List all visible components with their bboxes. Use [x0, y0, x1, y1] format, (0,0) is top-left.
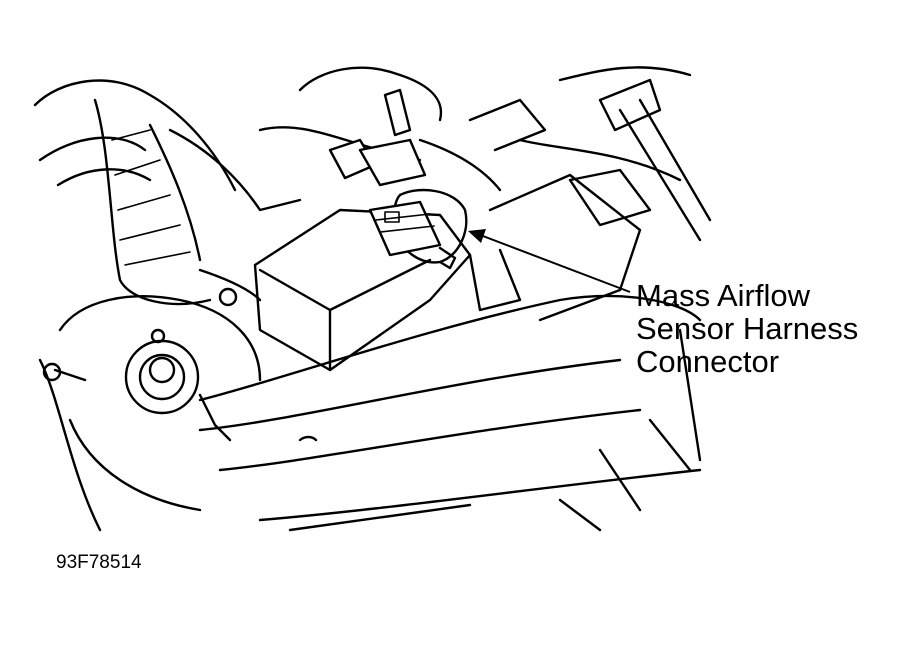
air-cleaner-housing — [198, 173, 702, 532]
intake-hose — [33, 79, 302, 306]
callout-line-3: Connector — [636, 344, 780, 379]
right-frame — [558, 98, 712, 532]
callout-line-1: Mass Airflow — [636, 278, 810, 313]
callout-line-2: Sensor Harness — [636, 311, 859, 346]
callout-arrow — [468, 229, 631, 293]
maf-sensor-connector — [368, 188, 468, 270]
upper-hoses — [258, 66, 692, 227]
strut-tower — [38, 287, 318, 532]
figure-id: 93F78514 — [56, 552, 142, 573]
callout-label: Mass Airflow Sensor Harness Connector — [636, 279, 858, 378]
